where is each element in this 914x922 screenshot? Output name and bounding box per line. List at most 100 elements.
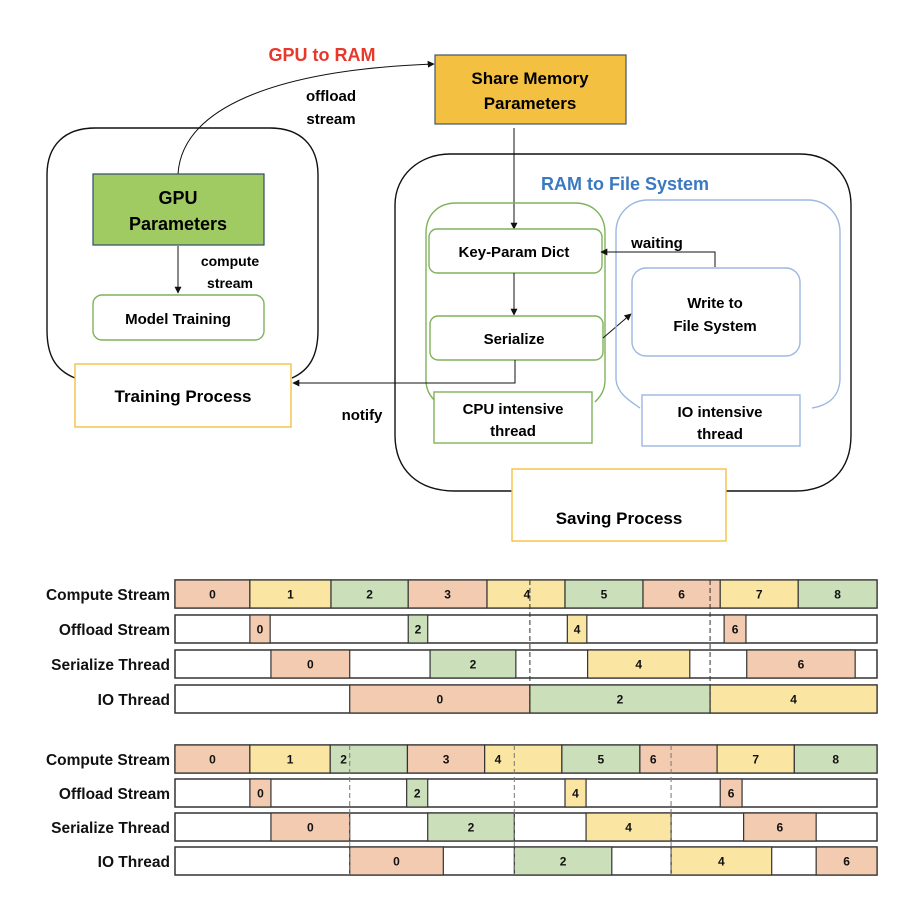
- task-bar: [529, 684, 711, 714]
- task-bar: [427, 812, 515, 842]
- task-bar: [349, 846, 444, 876]
- serialize-to-write-arrow: [602, 313, 632, 339]
- task-bar: [716, 744, 795, 774]
- task-label: 0: [257, 787, 264, 801]
- task-label: 6: [732, 623, 739, 637]
- task-label: 2: [414, 787, 421, 801]
- task-bar: [484, 744, 563, 774]
- saving-process-label: Saving Process: [556, 509, 683, 528]
- task-bar: [406, 744, 486, 774]
- io-thread-label-1: IO intensive: [677, 404, 762, 421]
- task-bar: [249, 614, 271, 644]
- cpu-thread-box: [433, 391, 593, 444]
- training-process-container: [46, 127, 319, 379]
- timeline-row-track: [174, 614, 878, 644]
- task-label: 2: [415, 623, 422, 637]
- cpu-thread-label-1: CPU intensive: [463, 401, 564, 418]
- task-label: 4: [790, 693, 797, 707]
- task-bar: [815, 846, 878, 876]
- architecture-diagram: GPU to RAM offload stream Share Memory P…: [46, 45, 852, 542]
- task-label: 3: [444, 588, 451, 602]
- task-bar: [719, 778, 743, 808]
- write-fs-box: [631, 267, 801, 357]
- cpu-thread-container: [425, 202, 606, 403]
- task-bar: [746, 649, 856, 679]
- task-label: 6: [678, 588, 685, 602]
- timeline-row-track: [174, 579, 878, 609]
- task-label: 7: [752, 753, 759, 767]
- row-label: IO Thread: [98, 692, 170, 709]
- notify-label: notify: [342, 407, 383, 424]
- task-bar: [561, 744, 641, 774]
- task-bar: [723, 614, 747, 644]
- training-process-box: [74, 363, 292, 428]
- timeline-row-track: [174, 812, 878, 842]
- task-bar: [270, 812, 351, 842]
- task-label: 6: [777, 821, 784, 835]
- task-label: 2: [468, 821, 475, 835]
- io-thread-box: [641, 394, 801, 447]
- task-bar: [174, 579, 251, 609]
- task-bar: [670, 846, 773, 876]
- waiting-label: waiting: [630, 235, 683, 252]
- task-bar: [486, 579, 566, 609]
- task-bar: [174, 744, 251, 774]
- task-label: 8: [834, 588, 841, 602]
- offload-arrow: [177, 60, 435, 175]
- task-bar: [407, 614, 429, 644]
- task-label: 2: [617, 693, 624, 707]
- task-bar: [709, 684, 878, 714]
- task-label: 2: [366, 588, 373, 602]
- ram-to-fs-label: RAM to File System: [541, 174, 709, 194]
- task-label: 1: [287, 753, 294, 767]
- task-label: 4: [574, 623, 581, 637]
- gpu-parameters-label-1: GPU: [158, 188, 197, 208]
- timeline-row-track: [174, 778, 878, 808]
- task-bar: [719, 579, 799, 609]
- share-memory-label-1: Share Memory: [471, 69, 589, 88]
- task-label: 7: [756, 588, 763, 602]
- task-label: 4: [625, 821, 632, 835]
- task-label: 2: [560, 855, 567, 869]
- gpu-to-ram-label: GPU to RAM: [269, 45, 376, 65]
- share-memory-label-2: Parameters: [484, 94, 577, 113]
- task-label: 3: [443, 753, 450, 767]
- timeline-row-track: [174, 744, 878, 774]
- task-label: 4: [635, 658, 642, 672]
- task-bar: [587, 649, 691, 679]
- task-bar: [564, 579, 644, 609]
- task-label: 0: [307, 821, 314, 835]
- io-thread-label-2: thread: [697, 426, 743, 443]
- training-process-label: Training Process: [115, 387, 252, 406]
- task-label: 2: [470, 658, 477, 672]
- task-label: 0: [257, 623, 264, 637]
- row-label: Compute Stream: [46, 752, 170, 769]
- offload-stream-label-2: stream: [306, 111, 355, 128]
- write-fs-label-2: File System: [673, 318, 756, 335]
- task-label: 4: [572, 787, 579, 801]
- saving-process-container: [394, 153, 852, 492]
- task-label: 5: [598, 753, 605, 767]
- task-bar: [330, 579, 409, 609]
- task-label: 6: [798, 658, 805, 672]
- row-label: Offload Stream: [59, 622, 170, 639]
- row-label: Compute Stream: [46, 587, 170, 604]
- task-label: 4: [495, 753, 502, 767]
- io-thread-container: [615, 199, 841, 409]
- task-bar: [407, 579, 488, 609]
- task-bar: [249, 778, 272, 808]
- timeline-row-track: [174, 684, 878, 714]
- timeline-row-track: [174, 649, 878, 679]
- task-label: 0: [209, 753, 216, 767]
- row-label: Serialize Thread: [51, 820, 170, 837]
- task-label: 6: [728, 787, 735, 801]
- serialize-label: Serialize: [484, 331, 545, 348]
- gpu-parameters-label-2: Parameters: [129, 214, 227, 234]
- timeline-row-track: [174, 846, 878, 876]
- task-label: 2: [340, 753, 347, 767]
- task-label: 4: [524, 588, 531, 602]
- model-training-box: [92, 294, 265, 341]
- task-bar: [249, 579, 332, 609]
- model-training-label: Model Training: [125, 311, 231, 328]
- task-bar: [642, 579, 721, 609]
